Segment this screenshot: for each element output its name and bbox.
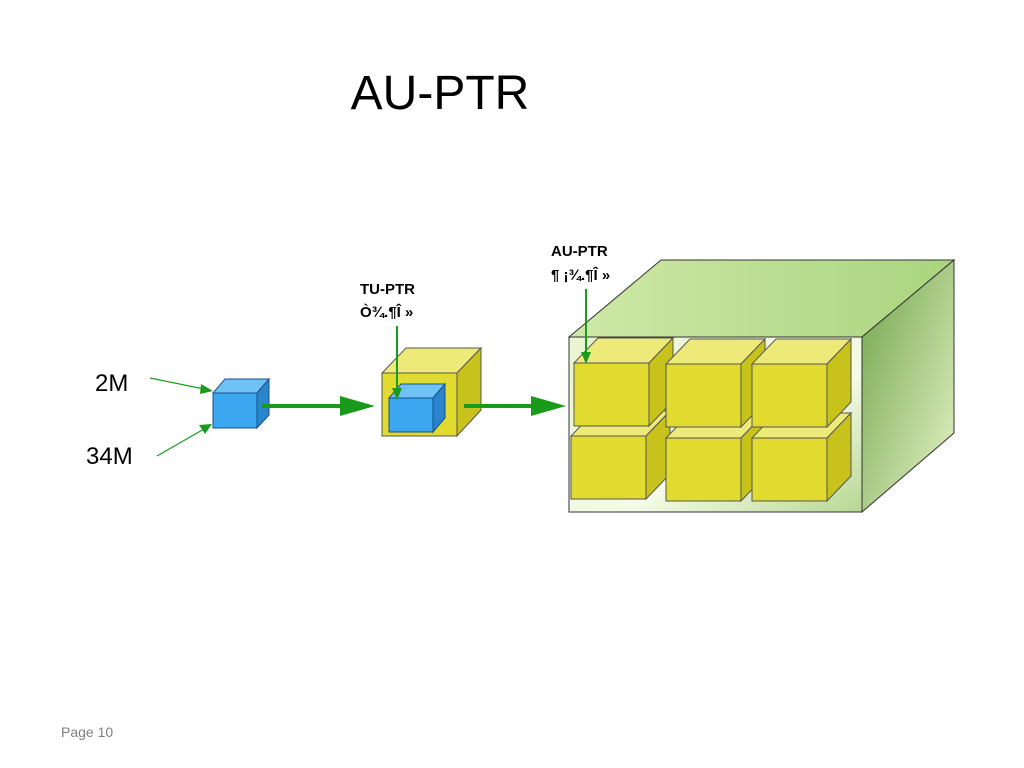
input-label-2m: 2M (95, 370, 128, 397)
au-ptr-label: AU-PTR (551, 243, 608, 260)
input-label-34m: 34M (86, 443, 133, 470)
payload-cube-r1c1 (572, 336, 675, 428)
payload-cube-r2c1 (569, 409, 672, 501)
tu-ptr-pointer (392, 326, 402, 400)
flow-arrow-2 (464, 396, 566, 416)
input-blue-cube (211, 377, 271, 430)
au-ptr-pointer (581, 289, 591, 364)
tu-ptr-sublabel: Ò¾.¶Î » (360, 303, 413, 321)
input-arrow-34m (156, 424, 212, 457)
au-ptr-sublabel: ¶ ¡¾.¶Î » (551, 266, 610, 284)
slide-title: AU-PTR (350, 67, 530, 120)
payload-cube-r1c3 (750, 337, 853, 429)
tu-ptr-label: TU-PTR (360, 281, 415, 298)
tu-blue-cube (387, 382, 447, 434)
input-arrow-2m (149, 377, 213, 394)
page-number: Page 10 (61, 724, 114, 740)
flow-arrow-1 (262, 396, 375, 416)
payload-cube-r1c2 (664, 337, 767, 429)
